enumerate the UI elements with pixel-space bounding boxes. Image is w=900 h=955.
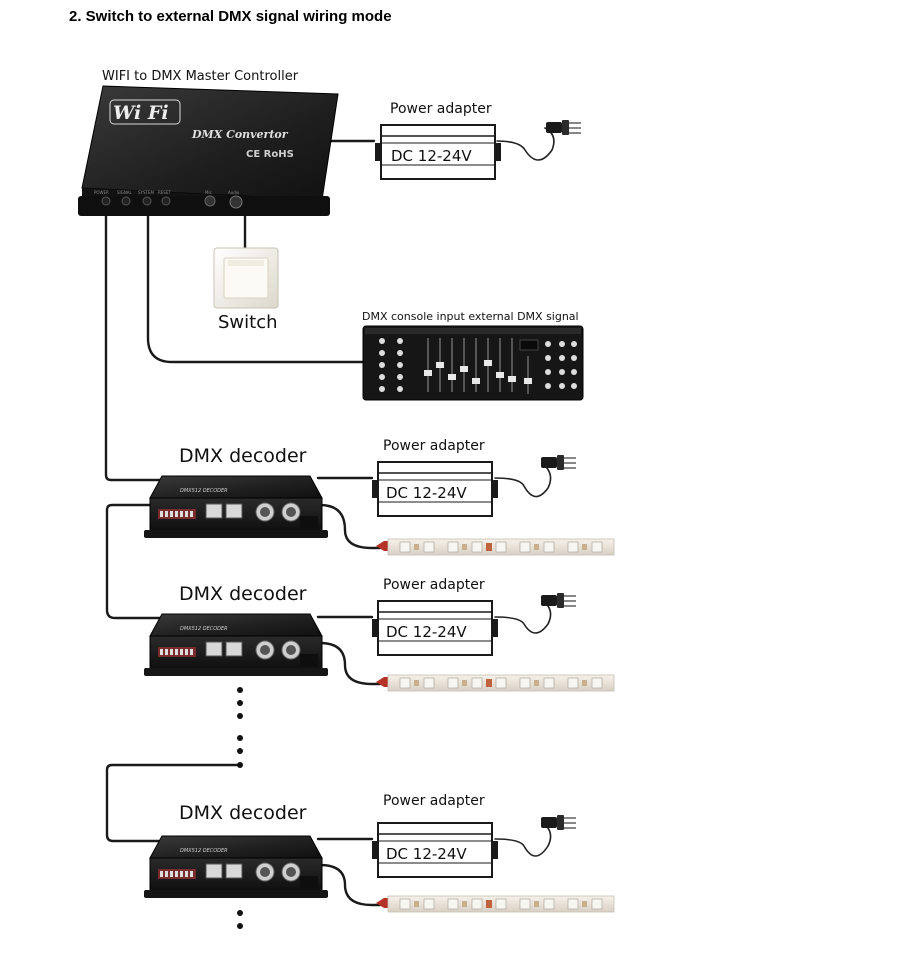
dmx-decoder-3: DMX512 DECODER (143, 835, 329, 899)
dmx-console (362, 325, 584, 401)
wifi-dmx-controller: Wi Fi DMX Convertor CE RoHS POWER SIGNAL… (78, 85, 339, 216)
power-adapter-2: DC 12-24V (371, 461, 499, 517)
adapter-3-label: Power adapter (383, 577, 485, 593)
port-label-reset: RESET (158, 190, 171, 195)
adapter-2-rating: DC 12-24V (386, 484, 467, 502)
plug-icon (545, 119, 582, 136)
power-adapter-1: DC 12-24V (374, 124, 502, 180)
page-title: 2. Switch to external DMX signal wiring … (69, 8, 392, 25)
dmx-decoder-2: DMX512 DECODER (143, 613, 329, 677)
dmx-decoder-1: DMX512 DECODER (143, 475, 329, 539)
console-label: DMX console input external DMX signal (362, 310, 579, 323)
adapter-4-rating: DC 12-24V (386, 845, 467, 863)
port-label-power: POWER (94, 190, 109, 195)
adapter-1-rating: DC 12-24V (391, 147, 472, 165)
port-label-mic: Mic (205, 190, 212, 195)
continuation-dots-bottom (237, 910, 243, 929)
led-strip-3 (375, 895, 615, 913)
led-strip-1 (375, 538, 615, 556)
power-adapter-3: DC 12-24V (371, 600, 499, 656)
controller-model: DMX Convertor (191, 128, 289, 141)
port-label-signal: SIGNAL (117, 190, 133, 195)
plug-icon (540, 592, 577, 609)
plug-icon (540, 814, 577, 831)
plug-icon (540, 454, 577, 471)
adapter-4-label: Power adapter (383, 793, 485, 809)
port-label-audio: Audio (228, 190, 240, 195)
power-adapter-4: DC 12-24V (371, 822, 499, 878)
decoder-2-label: DMX decoder (179, 583, 307, 605)
port-label-system: SYSTEM (138, 190, 154, 195)
controller-label: WIFI to DMX Master Controller (102, 69, 299, 84)
decoder-3-badge: DMX512 DECODER (180, 848, 228, 854)
led-strip-2 (375, 674, 615, 692)
continuation-dots (237, 687, 243, 768)
adapter-2-label: Power adapter (383, 438, 485, 454)
controller-brand: Wi Fi (113, 102, 169, 124)
decoder-2-badge: DMX512 DECODER (180, 626, 228, 632)
switch-label: Switch (218, 312, 278, 333)
decoder-1-badge: DMX512 DECODER (180, 488, 228, 494)
adapter-1-label: Power adapter (390, 101, 492, 117)
controller-marks: CE RoHS (246, 149, 294, 160)
wall-switch (213, 247, 279, 309)
adapter-3-rating: DC 12-24V (386, 623, 467, 641)
decoder-1-label: DMX decoder (179, 445, 307, 467)
decoder-3-label: DMX decoder (179, 802, 307, 824)
